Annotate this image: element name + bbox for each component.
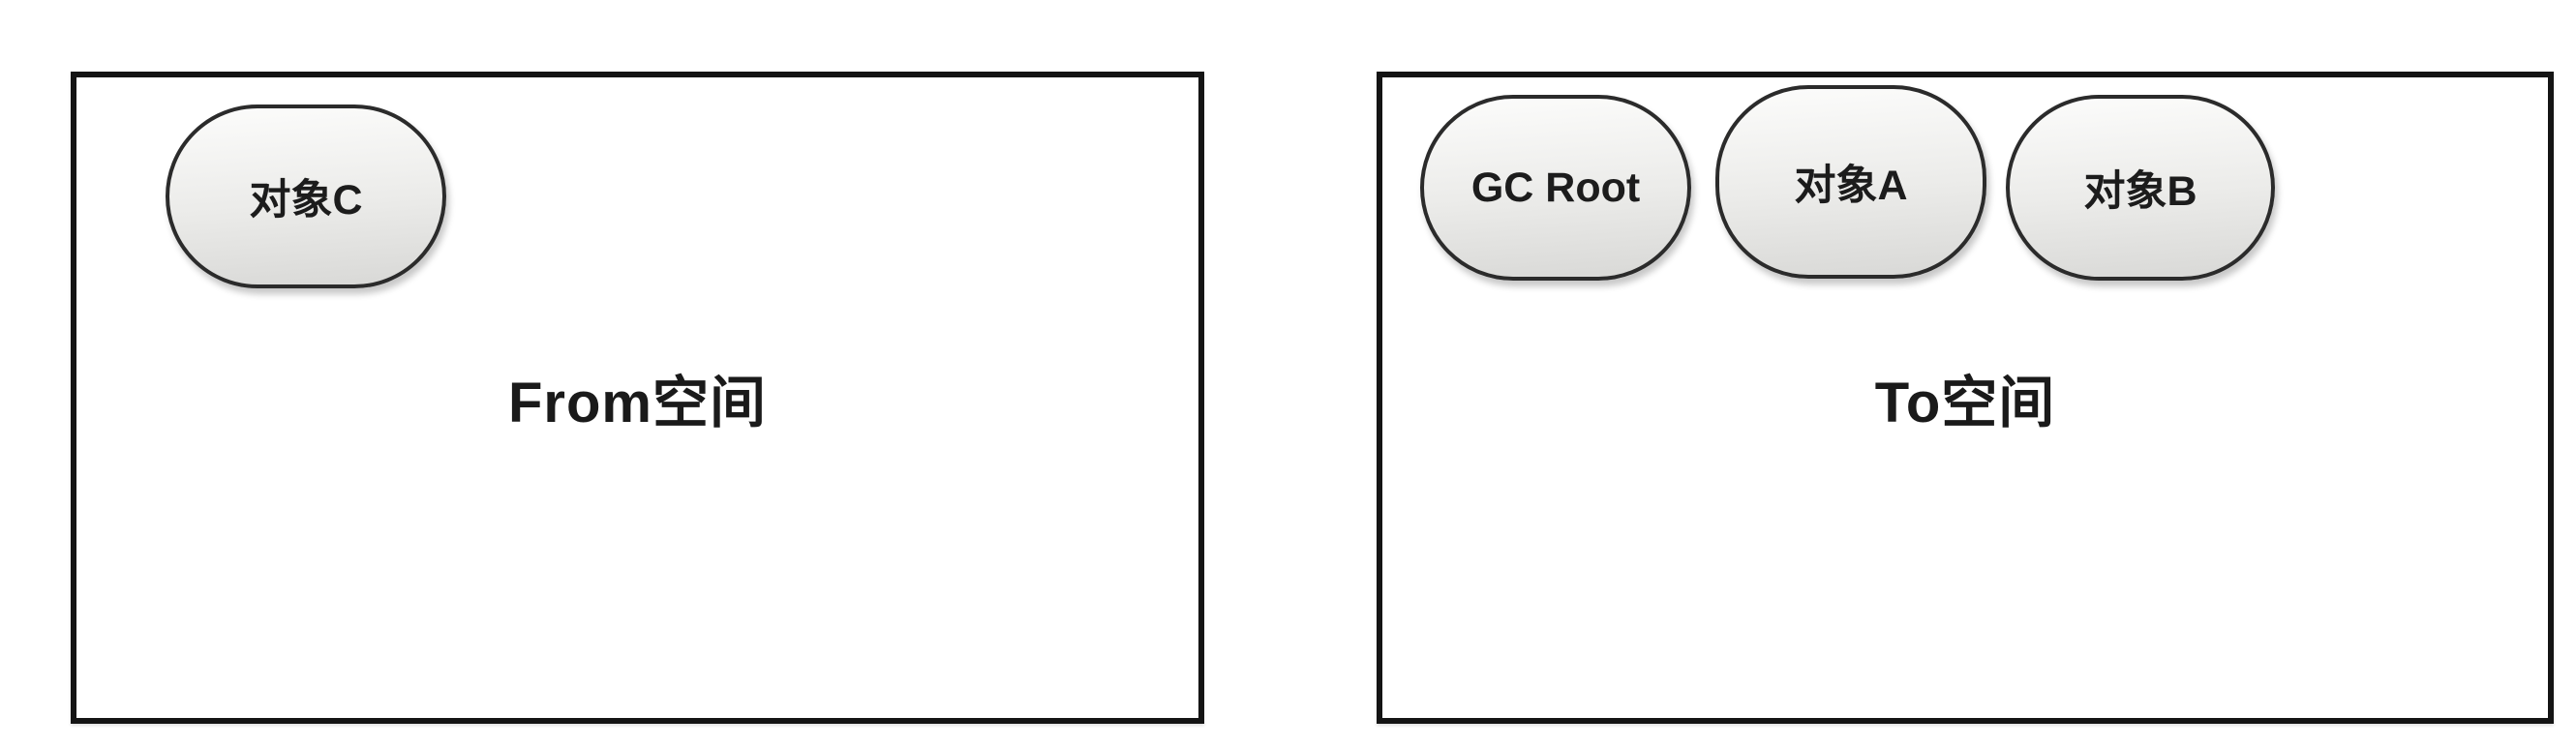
object-node-b-label: 对象B [2083,168,2197,215]
from-space-box: 对象C From空间 [71,72,1204,724]
object-node-gc-root: GC Root [1420,95,1691,281]
object-node-c-label: 对象C [249,177,363,224]
to-space-box: GC Root 对象A 对象B To空间 [1377,72,2554,724]
object-node-b: 对象B [2006,95,2275,281]
object-node-c: 对象C [166,105,446,288]
object-node-a-label: 对象A [1794,163,1908,209]
to-space-label: To空间 [1874,372,2056,434]
object-node-a: 对象A [1715,85,1986,279]
object-node-gc-root-label: GC Root [1470,164,1641,211]
from-space-label: From空间 [507,372,767,434]
